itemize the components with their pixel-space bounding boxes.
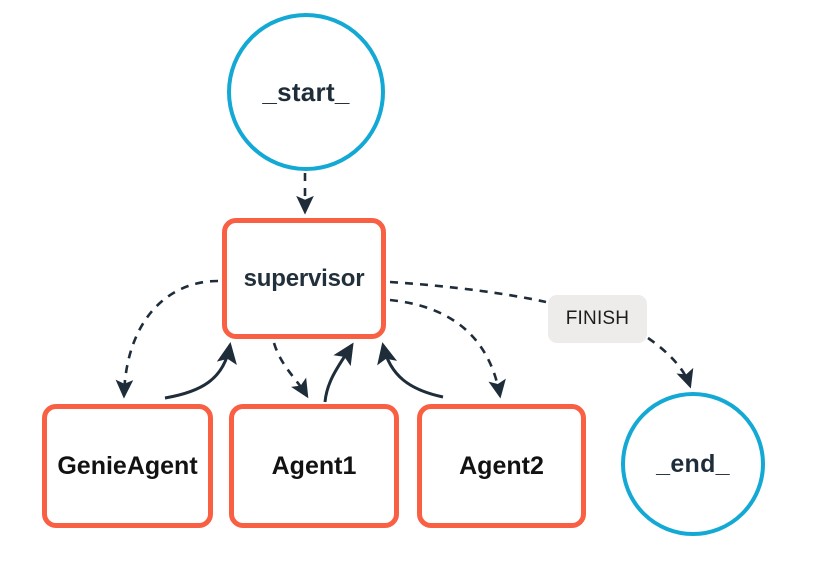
node-end[interactable]: _end_ (621, 392, 765, 536)
edge-agent1-to-supervisor (323, 342, 354, 403)
edge-supervisor-to-finish-label (389, 280, 547, 304)
edge-supervisor-to-genieagent (115, 279, 219, 399)
node-agent1[interactable]: Agent1 (229, 404, 399, 528)
node-start[interactable]: _start_ (227, 13, 385, 171)
edge-finish-label-to-end (647, 336, 694, 389)
node-supervisor-label: supervisor (243, 264, 365, 292)
edge-supervisor-to-agent2 (389, 298, 506, 399)
node-agent2-label: Agent2 (459, 451, 544, 480)
edge-label-finish-text: FINISH (565, 308, 630, 329)
node-supervisor[interactable]: supervisor (222, 218, 386, 339)
node-genieagent-label: GenieAgent (57, 451, 198, 480)
edge-label-finish[interactable]: FINISH (548, 295, 647, 343)
node-agent1-label: Agent1 (271, 451, 357, 480)
node-genieagent[interactable]: GenieAgent (42, 404, 213, 528)
node-start-label: _start_ (262, 76, 350, 107)
edge-supervisor-to-agent1 (272, 342, 309, 399)
edge-agent2-to-supervisor (377, 342, 444, 399)
node-agent2[interactable]: Agent2 (417, 404, 586, 528)
node-end-label: _end_ (656, 449, 730, 478)
edge-genieagent-to-supervisor (164, 342, 237, 400)
